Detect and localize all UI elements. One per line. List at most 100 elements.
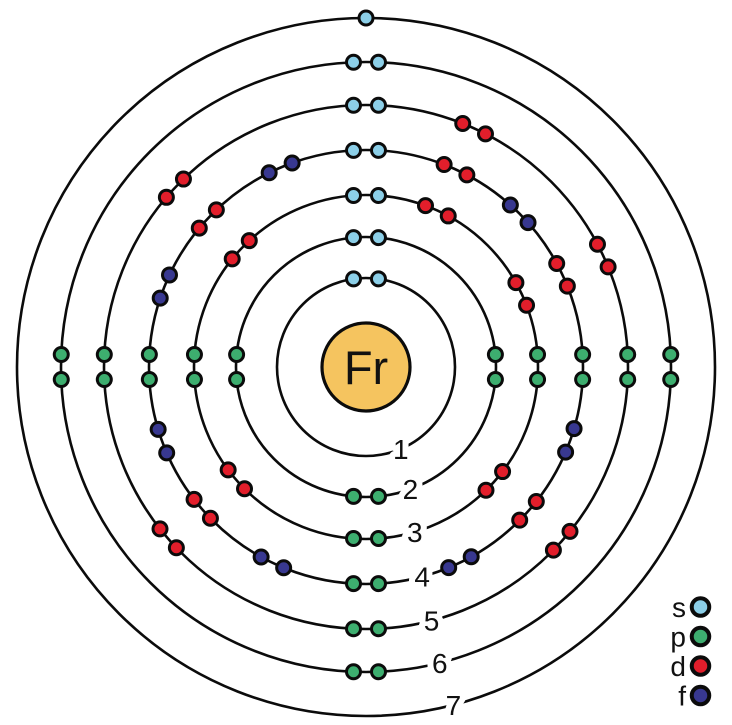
electron-shell2-p-icon: [486, 370, 504, 388]
electron-shell4-s-icon: [369, 141, 387, 159]
shell-labels: 1 2 3 4 5 6 7: [387, 428, 467, 725]
electron-shell5-p-icon: [369, 620, 387, 638]
electron-shell5-p-icon: [619, 346, 637, 364]
electron-shell4-d-icon: [548, 254, 566, 272]
legend-item-f: f: [678, 681, 712, 712]
shell-2-orbit: [234, 235, 498, 499]
legend-label-p: p: [670, 622, 686, 653]
electron-shell2-p-icon: [345, 487, 363, 505]
legend-label-f: f: [678, 681, 686, 712]
electron-shell3-d-icon: [494, 463, 512, 481]
electron-shell4-f-icon: [275, 559, 293, 577]
electron-shell3-p-icon: [185, 370, 203, 388]
electron-shell3-p-icon: [185, 346, 203, 364]
electron-shell5-d-icon: [476, 125, 494, 143]
electron-shell4-d-icon: [511, 511, 529, 529]
element-symbol: Fr: [344, 341, 388, 394]
electron-shell5-d-icon: [588, 235, 606, 253]
shell-7-label: 7: [446, 690, 462, 721]
shell-3-label: 3: [407, 517, 423, 548]
electron-shell3-d-icon: [219, 461, 237, 479]
electron-shell6-p-icon: [369, 663, 387, 681]
shell-2-label: 2: [403, 474, 419, 505]
shell-1-label: 1: [393, 434, 409, 465]
electron-shell2-p-icon: [486, 346, 504, 364]
electron-shell3-d-icon: [416, 197, 434, 215]
electron-shell4-p-icon: [574, 370, 592, 388]
electron-shell5-d-icon: [151, 520, 169, 538]
electron-shell5-s-icon: [369, 96, 387, 114]
nucleus-group: Fr: [320, 321, 412, 413]
electron-shell4-f-icon: [158, 444, 176, 462]
electron-shell4-f-icon: [252, 548, 270, 566]
electron-shell4-f-icon: [462, 548, 480, 566]
electron-shell4-d-icon: [558, 277, 576, 295]
electron-shell3-p-icon: [529, 346, 547, 364]
electron-shell3-d-icon: [223, 250, 241, 268]
electron-shell5-d-icon: [167, 539, 185, 557]
electron-shell3-p-icon: [529, 370, 547, 388]
electron-shell3-d-icon: [518, 296, 536, 314]
electron-shell2-p-icon: [228, 346, 246, 364]
electron-shell4-d-icon: [201, 509, 219, 527]
electron-shell4-d-icon: [190, 219, 208, 237]
electron-shell4-f-icon: [565, 420, 583, 438]
electron-shell4-f-icon: [501, 196, 519, 214]
legend-swatch-f-icon: [689, 684, 712, 707]
electron-shell3-d-icon: [477, 481, 495, 499]
legend-item-d: d: [670, 651, 712, 682]
electron-shell6-p-icon: [52, 370, 70, 388]
electron-shell4-s-icon: [345, 141, 363, 159]
shell-5-orbit: [102, 103, 630, 631]
shell-1-orbit: [275, 276, 457, 458]
electron-shell4-p-icon: [369, 575, 387, 593]
electron-shell4-p-icon: [140, 370, 158, 388]
electron-shell4-d-icon: [185, 490, 203, 508]
electron-shell3-d-icon: [439, 207, 457, 225]
electron-shell4-f-icon: [149, 420, 167, 438]
electron-shell4-p-icon: [574, 346, 592, 364]
electron-shell2-s-icon: [369, 229, 387, 247]
shell-6-orbit: [59, 60, 673, 674]
electrons: [52, 9, 680, 681]
electron-shell5-s-icon: [345, 96, 363, 114]
shell-5-label: 5: [424, 606, 440, 637]
electron-shell4-f-icon: [283, 154, 301, 172]
electron-shell6-s-icon: [369, 53, 387, 71]
shell-4-orbit: [147, 148, 585, 586]
shell-6-label: 6: [432, 648, 448, 679]
legend-item-s: s: [672, 592, 712, 623]
electron-shell4-p-icon: [345, 575, 363, 593]
electron-shell5-d-icon: [454, 115, 472, 133]
electron-shell3-d-icon: [507, 274, 525, 292]
electron-shell2-p-icon: [228, 370, 246, 388]
electron-shell2-s-icon: [345, 229, 363, 247]
electron-shell5-p-icon: [95, 346, 113, 364]
electron-shell4-f-icon: [160, 266, 178, 284]
electron-shell3-p-icon: [369, 530, 387, 548]
electron-shell6-s-icon: [345, 53, 363, 71]
shell-3-orbit: [192, 193, 540, 541]
legend-swatch-p-icon: [689, 625, 712, 648]
shell-4-label: 4: [414, 562, 430, 593]
electron-shell3-p-icon: [345, 530, 363, 548]
electron-shell4-f-icon: [519, 214, 537, 232]
electron-shell5-d-icon: [599, 258, 617, 276]
electron-shell3-d-icon: [236, 480, 254, 498]
electron-shell3-s-icon: [345, 186, 363, 204]
electron-shell4-f-icon: [151, 289, 169, 307]
nucleus: [320, 321, 412, 413]
electron-shell5-d-icon: [561, 522, 579, 540]
electron-shell5-p-icon: [345, 620, 363, 638]
electron-shell5-d-icon: [157, 188, 175, 206]
legend-label-s: s: [672, 592, 686, 623]
electron-shell4-d-icon: [435, 156, 453, 174]
electron-shell4-d-icon: [207, 201, 225, 219]
electron-shell1-s-icon: [345, 270, 363, 288]
electron-shell2-p-icon: [369, 487, 387, 505]
electron-shell5-p-icon: [95, 370, 113, 388]
electron-shell4-f-icon: [440, 559, 458, 577]
